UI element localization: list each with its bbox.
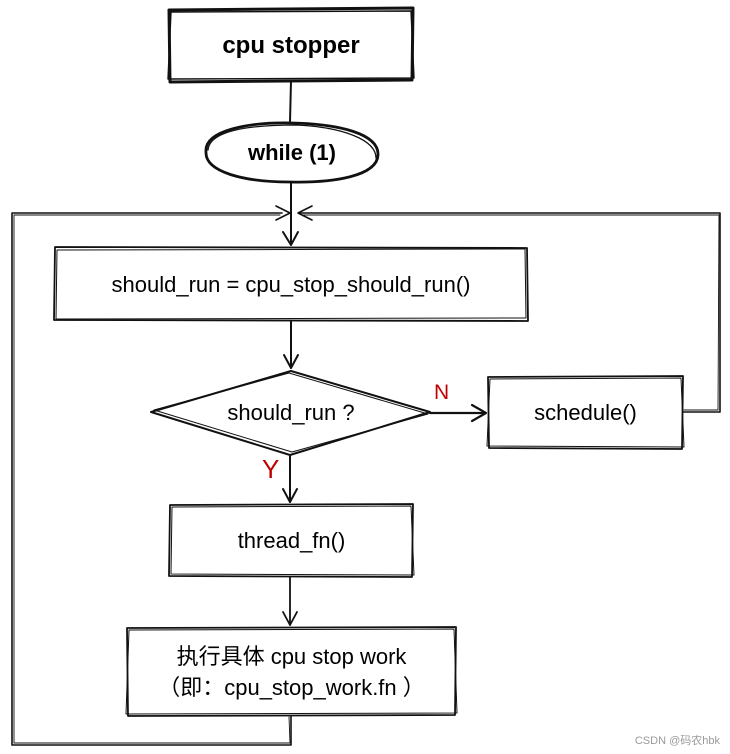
arrowhead-check: [282, 231, 299, 246]
work-box-outline: [125, 626, 458, 717]
work-text: 执行具体 cpu stop work （即：cpu_stop_work.fn ）: [127, 628, 456, 716]
arrowhead-merge-left: [275, 205, 291, 221]
thread-text: thread_fn(): [237, 528, 346, 553]
title-text: cpu stopper: [222, 32, 360, 59]
watermark: CSDN @码农hbk: [634, 735, 720, 747]
work-text-line2: （即：cpu_stop_work.fn ）: [158, 675, 425, 700]
arrowhead-thread: [282, 488, 298, 503]
arrowhead-schedule: [470, 403, 488, 423]
connector-work-loop: [11, 212, 292, 746]
yes-branch-label: Y: [262, 454, 280, 484]
schedule-text: schedule(): [534, 400, 637, 425]
schedule-box-outline: [486, 375, 685, 450]
connector-title-oval: [289, 80, 292, 123]
arrowhead-merge-right: [297, 205, 313, 221]
check-text: should_run = cpu_stop_should_run(): [111, 271, 471, 297]
arrowhead-work: [282, 611, 298, 626]
work-text-line1: 执行具体 cpu stop work: [176, 644, 407, 669]
arrowhead-decision: [283, 354, 299, 369]
title-box-outline: [167, 6, 415, 84]
while-oval-outline: [204, 121, 380, 184]
connector-schedule-loop: [299, 212, 721, 413]
no-branch-label: N: [434, 381, 450, 404]
check-box-outline: [53, 246, 529, 322]
thread-box-outline: [168, 503, 415, 578]
while-loop-text: while (1): [247, 140, 336, 165]
decision-text: should_run ?: [227, 400, 355, 425]
